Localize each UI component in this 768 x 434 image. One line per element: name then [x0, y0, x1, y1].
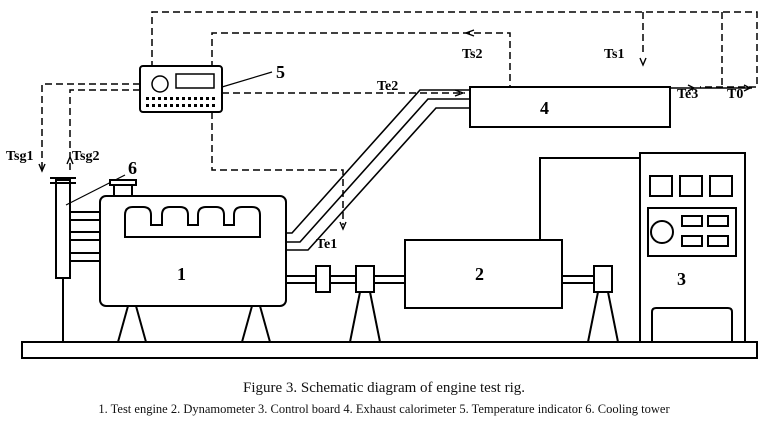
- label-cooling-tower: 6: [128, 158, 137, 178]
- label-temperature-indicator: 5: [276, 62, 285, 82]
- label-dynamometer: 2: [475, 264, 484, 284]
- signal-wires: [41, 11, 758, 225]
- dynamometer: [404, 157, 640, 309]
- leader-5: [221, 71, 273, 88]
- cooling-tower: [50, 177, 100, 342]
- label-ts1: Ts1: [604, 47, 625, 62]
- control-board: [639, 152, 746, 343]
- label-test-engine: 1: [177, 264, 186, 284]
- engine-test-rig-diagram: 1 2 3 4 5 6 Ts1 Ts2 Te1 Te2 Te3 T0 Tsg1 …: [6, 11, 758, 359]
- label-tsg1: Tsg1: [6, 149, 34, 164]
- label-control-board: 3: [677, 269, 686, 289]
- exhaust-calorimeter: [469, 86, 671, 128]
- test-engine: [99, 179, 287, 343]
- label-te1: Te1: [316, 237, 337, 252]
- label-t0: T0: [727, 87, 743, 102]
- figure-caption-title: Figure 3. Schematic diagram of engine te…: [242, 380, 525, 396]
- label-ts2: Ts2: [462, 47, 483, 62]
- label-exhaust-calorimeter: 4: [540, 98, 549, 118]
- figure-caption-legend: 1. Test engine 2. Dynamometer 3. Control…: [98, 402, 670, 416]
- drive-shaft: [286, 265, 619, 343]
- base-platform: [21, 341, 758, 359]
- label-te3: Te3: [677, 87, 698, 102]
- label-te2: Te2: [377, 79, 398, 94]
- temperature-indicator: [139, 65, 223, 113]
- label-tsg2: Tsg2: [72, 149, 100, 164]
- exhaust-pipe: [265, 89, 470, 251]
